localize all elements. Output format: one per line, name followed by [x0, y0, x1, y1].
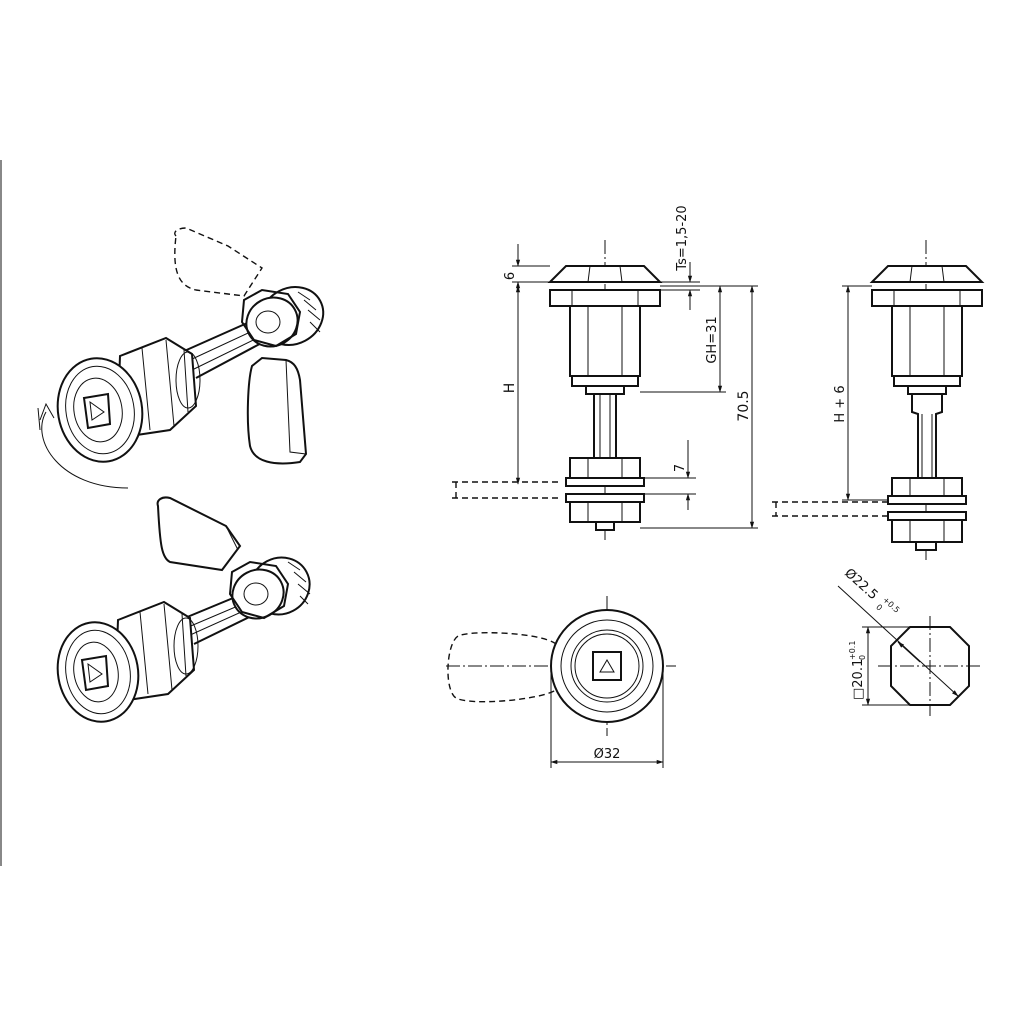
dim-grip-height: GH=31 [705, 316, 720, 363]
dim-cutout-square-tol-lower: 0 [858, 655, 867, 660]
dim-height: H [502, 383, 518, 394]
isometric-view-closed [56, 496, 311, 723]
lock-body [56, 336, 201, 463]
dim-overall-length: 70.5 [736, 390, 752, 421]
rear-nut-2 [228, 556, 311, 620]
front-view-circle: Ø32 [446, 596, 676, 768]
dim-cutout-square: □20.1 [851, 659, 866, 700]
dimension-lines [512, 244, 758, 529]
cam-lever [246, 356, 308, 465]
dim-diameter-32: Ø32 [594, 747, 621, 762]
dim-cutout-diameter-tol-lower: 0 [874, 603, 884, 613]
dim-nut-offset: 7 [673, 464, 688, 472]
dim-height-plus: H + 6 [833, 385, 848, 422]
panel-cutout: Ø22.5 +0.5 0 □20.1 +0.1 0 [837, 566, 982, 716]
rear-nut [240, 286, 325, 348]
dim-cutout-diameter: Ø22.5 [841, 566, 880, 603]
side-elevation [772, 240, 985, 560]
lock-body-2 [56, 600, 199, 723]
dim-panel-thickness: Ts=1,5-20 [675, 205, 690, 271]
dimension-labels: 6 H Ts=1,5-20 GH=31 70.5 7 H + 6 [502, 205, 848, 472]
front-elevation [452, 240, 663, 540]
isometric-view-open [37, 227, 325, 489]
rotation-arrow [37, 402, 129, 489]
dim-seat-height: 6 [503, 272, 518, 280]
dim-cutout-square-tol-upper: +0.1 [848, 641, 857, 660]
